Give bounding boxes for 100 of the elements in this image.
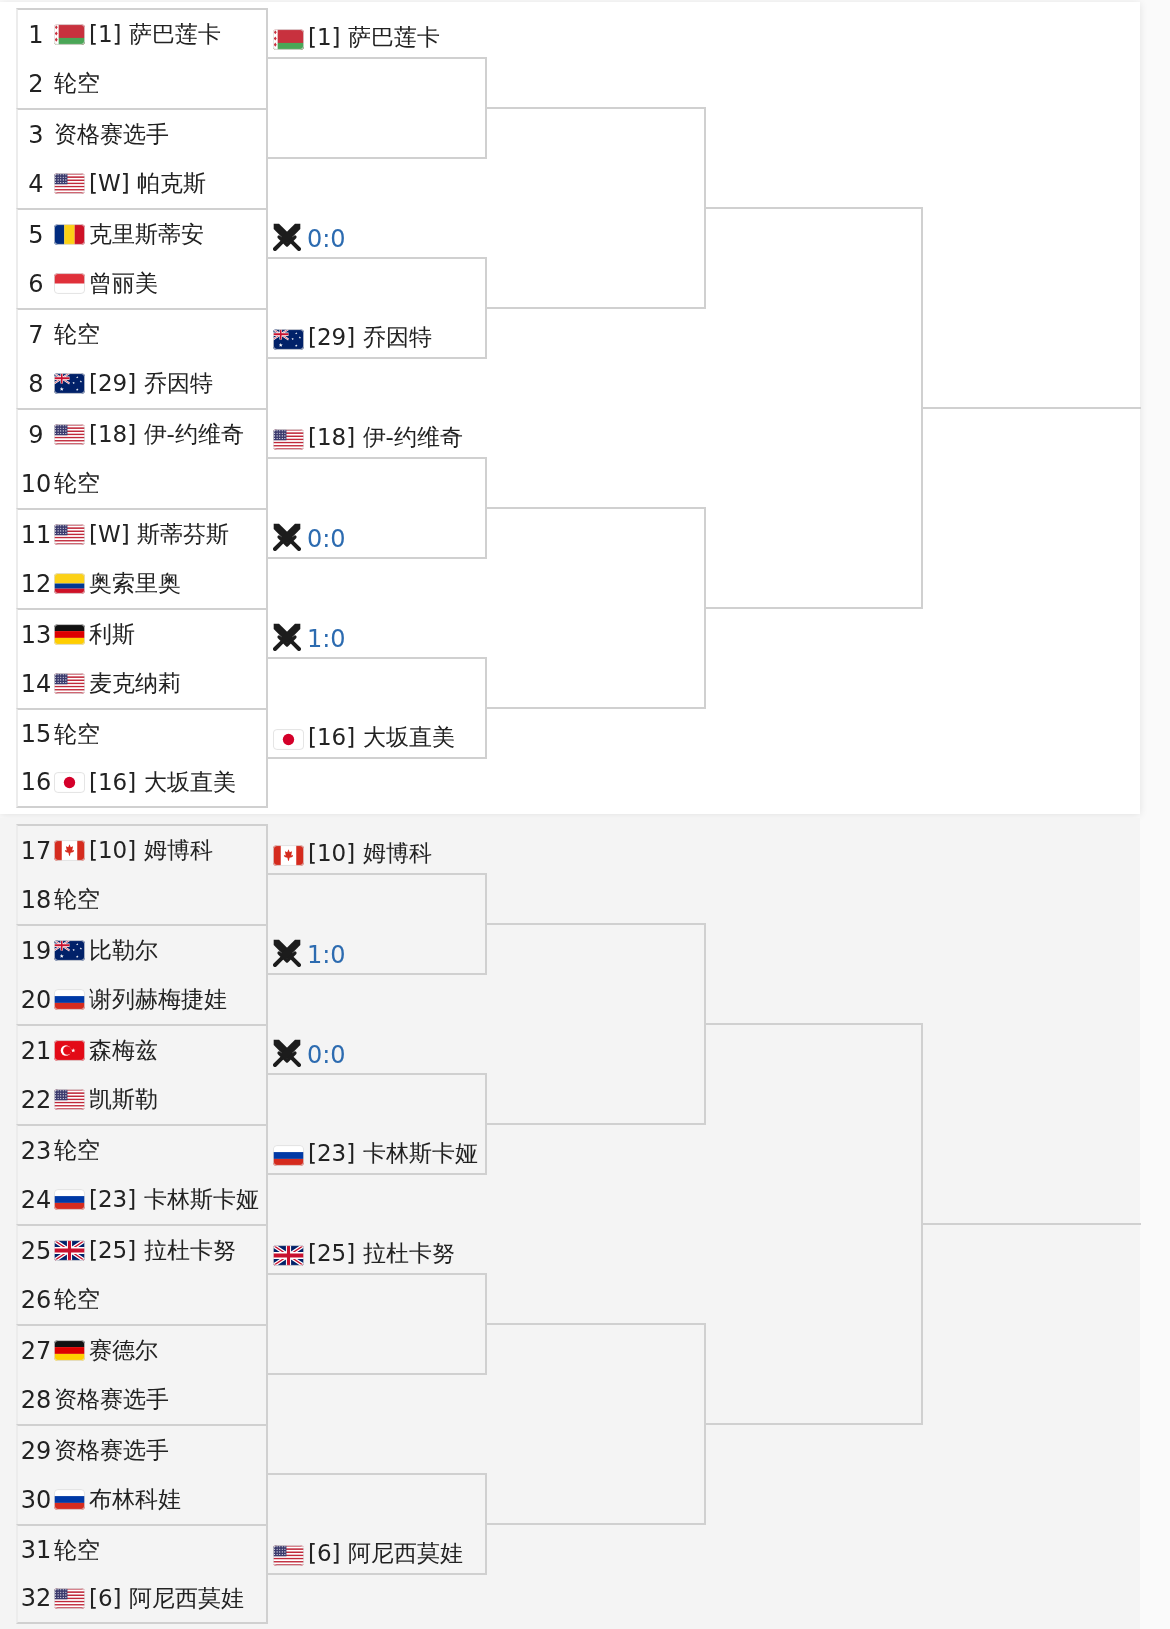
player-name: 布林科娃 [89, 1485, 181, 1514]
player-name: [10] 姆博科 [89, 836, 213, 865]
player-name: [29] 乔因特 [308, 323, 432, 352]
match-box [16, 1324, 268, 1424]
draw-number: 17 [19, 836, 53, 865]
bracket-line [485, 657, 487, 709]
draw-number: 6 [27, 269, 45, 298]
player-name: 轮空 [54, 885, 100, 914]
player-name: [23] 卡林斯卡娅 [89, 1185, 259, 1214]
player-name: 麦克纳莉 [89, 669, 181, 698]
player-name: 利斯 [89, 620, 135, 649]
match-box [16, 308, 268, 408]
player-name: [1] 萨巴莲卡 [89, 20, 221, 49]
player-name: 谢列赫梅捷娃 [89, 985, 227, 1014]
player-name: 资格赛选手 [54, 120, 169, 149]
draw-number: 5 [27, 220, 45, 249]
draw-number: 29 [19, 1436, 53, 1465]
bracket-line [485, 1323, 487, 1375]
bracket-line [485, 107, 487, 159]
bracket-line [485, 1423, 706, 1525]
player-name: 轮空 [54, 1136, 100, 1165]
draw-number: 30 [19, 1485, 53, 1514]
draw-number: 25 [19, 1236, 53, 1265]
match-box [16, 8, 268, 108]
match-box [16, 1024, 268, 1124]
bracket-line [485, 457, 487, 509]
bracket-line [704, 407, 923, 609]
draw-number: 13 [19, 620, 53, 649]
score-text: 0:0 [307, 1041, 346, 1069]
bracket-line [485, 107, 706, 209]
draw-number: 15 [19, 720, 53, 748]
match-box [16, 1424, 268, 1524]
bracket-line [921, 407, 1141, 409]
match-box [16, 924, 268, 1024]
bracket-line [485, 1273, 487, 1325]
player-name: 资格赛选手 [54, 1436, 169, 1465]
score-text: 0:0 [307, 525, 346, 553]
match-box [16, 208, 268, 308]
draw-number: 1 [27, 20, 45, 49]
player-name: 森梅兹 [89, 1036, 158, 1065]
player-name: 轮空 [54, 69, 100, 98]
draw-number: 7 [27, 320, 45, 349]
draw-number: 26 [19, 1285, 53, 1314]
bracket-line [485, 1023, 706, 1125]
bracket-line [485, 507, 487, 559]
player-name: 奥索里奥 [89, 569, 181, 598]
bracket-line [921, 1223, 1141, 1225]
match-box [16, 608, 268, 708]
bracket-line [485, 1323, 706, 1425]
player-name: 轮空 [54, 320, 100, 349]
draw-number: 32 [19, 1584, 53, 1612]
bracket-line [485, 707, 487, 759]
draw-number: 20 [19, 985, 53, 1014]
score-text: 0:0 [307, 225, 346, 253]
player-name: [10] 姆博科 [308, 839, 432, 868]
player-name: [18] 伊-约维奇 [89, 420, 244, 449]
draw-number: 3 [27, 120, 45, 149]
draw-number: 9 [27, 420, 45, 449]
draw-number: 16 [19, 768, 53, 796]
draw-number: 12 [19, 569, 53, 598]
match-box [16, 824, 268, 924]
player-name: 比勒尔 [89, 936, 158, 965]
bracket-line [704, 1223, 923, 1425]
draw-number: 24 [19, 1185, 53, 1214]
bracket-line [485, 873, 487, 925]
bracket-line [485, 923, 487, 975]
slot-line [268, 1373, 485, 1375]
bracket-line [485, 1473, 487, 1525]
draw-number: 4 [27, 169, 45, 198]
draw-number: 8 [27, 369, 45, 398]
player-name: [25] 拉杜卡努 [89, 1236, 236, 1265]
bracket-line [485, 607, 706, 709]
player-name: [18] 伊-约维奇 [308, 423, 463, 452]
draw-number: 22 [19, 1085, 53, 1114]
bracket-line [485, 923, 706, 1025]
bracket-line [704, 1023, 923, 1225]
player-name: [W] 帕克斯 [89, 169, 206, 198]
bracket-line [704, 207, 923, 409]
match-box [16, 1124, 268, 1224]
player-name: [25] 拉杜卡努 [308, 1239, 455, 1268]
bracket-line [485, 57, 487, 109]
player-name: [W] 斯蒂芬斯 [89, 520, 229, 549]
bracket-line [485, 1073, 487, 1125]
player-name: 轮空 [54, 1285, 100, 1314]
match-box [16, 408, 268, 508]
draw-number: 10 [19, 469, 53, 498]
player-name: 曾丽美 [89, 269, 158, 298]
player-name: 轮空 [54, 469, 100, 498]
slot-line [268, 1473, 485, 1475]
bracket-line [485, 307, 487, 359]
player-name: [1] 萨巴莲卡 [308, 23, 440, 52]
score-text: 1:0 [307, 625, 346, 653]
bracket-line [485, 1123, 487, 1175]
draw-number: 31 [19, 1536, 53, 1564]
match-box [16, 508, 268, 608]
draw-number: 27 [19, 1336, 53, 1365]
draw-number: 14 [19, 669, 53, 698]
player-name: [16] 大坂直美 [89, 767, 236, 797]
player-name: 资格赛选手 [54, 1385, 169, 1414]
player-name: 轮空 [54, 719, 100, 749]
